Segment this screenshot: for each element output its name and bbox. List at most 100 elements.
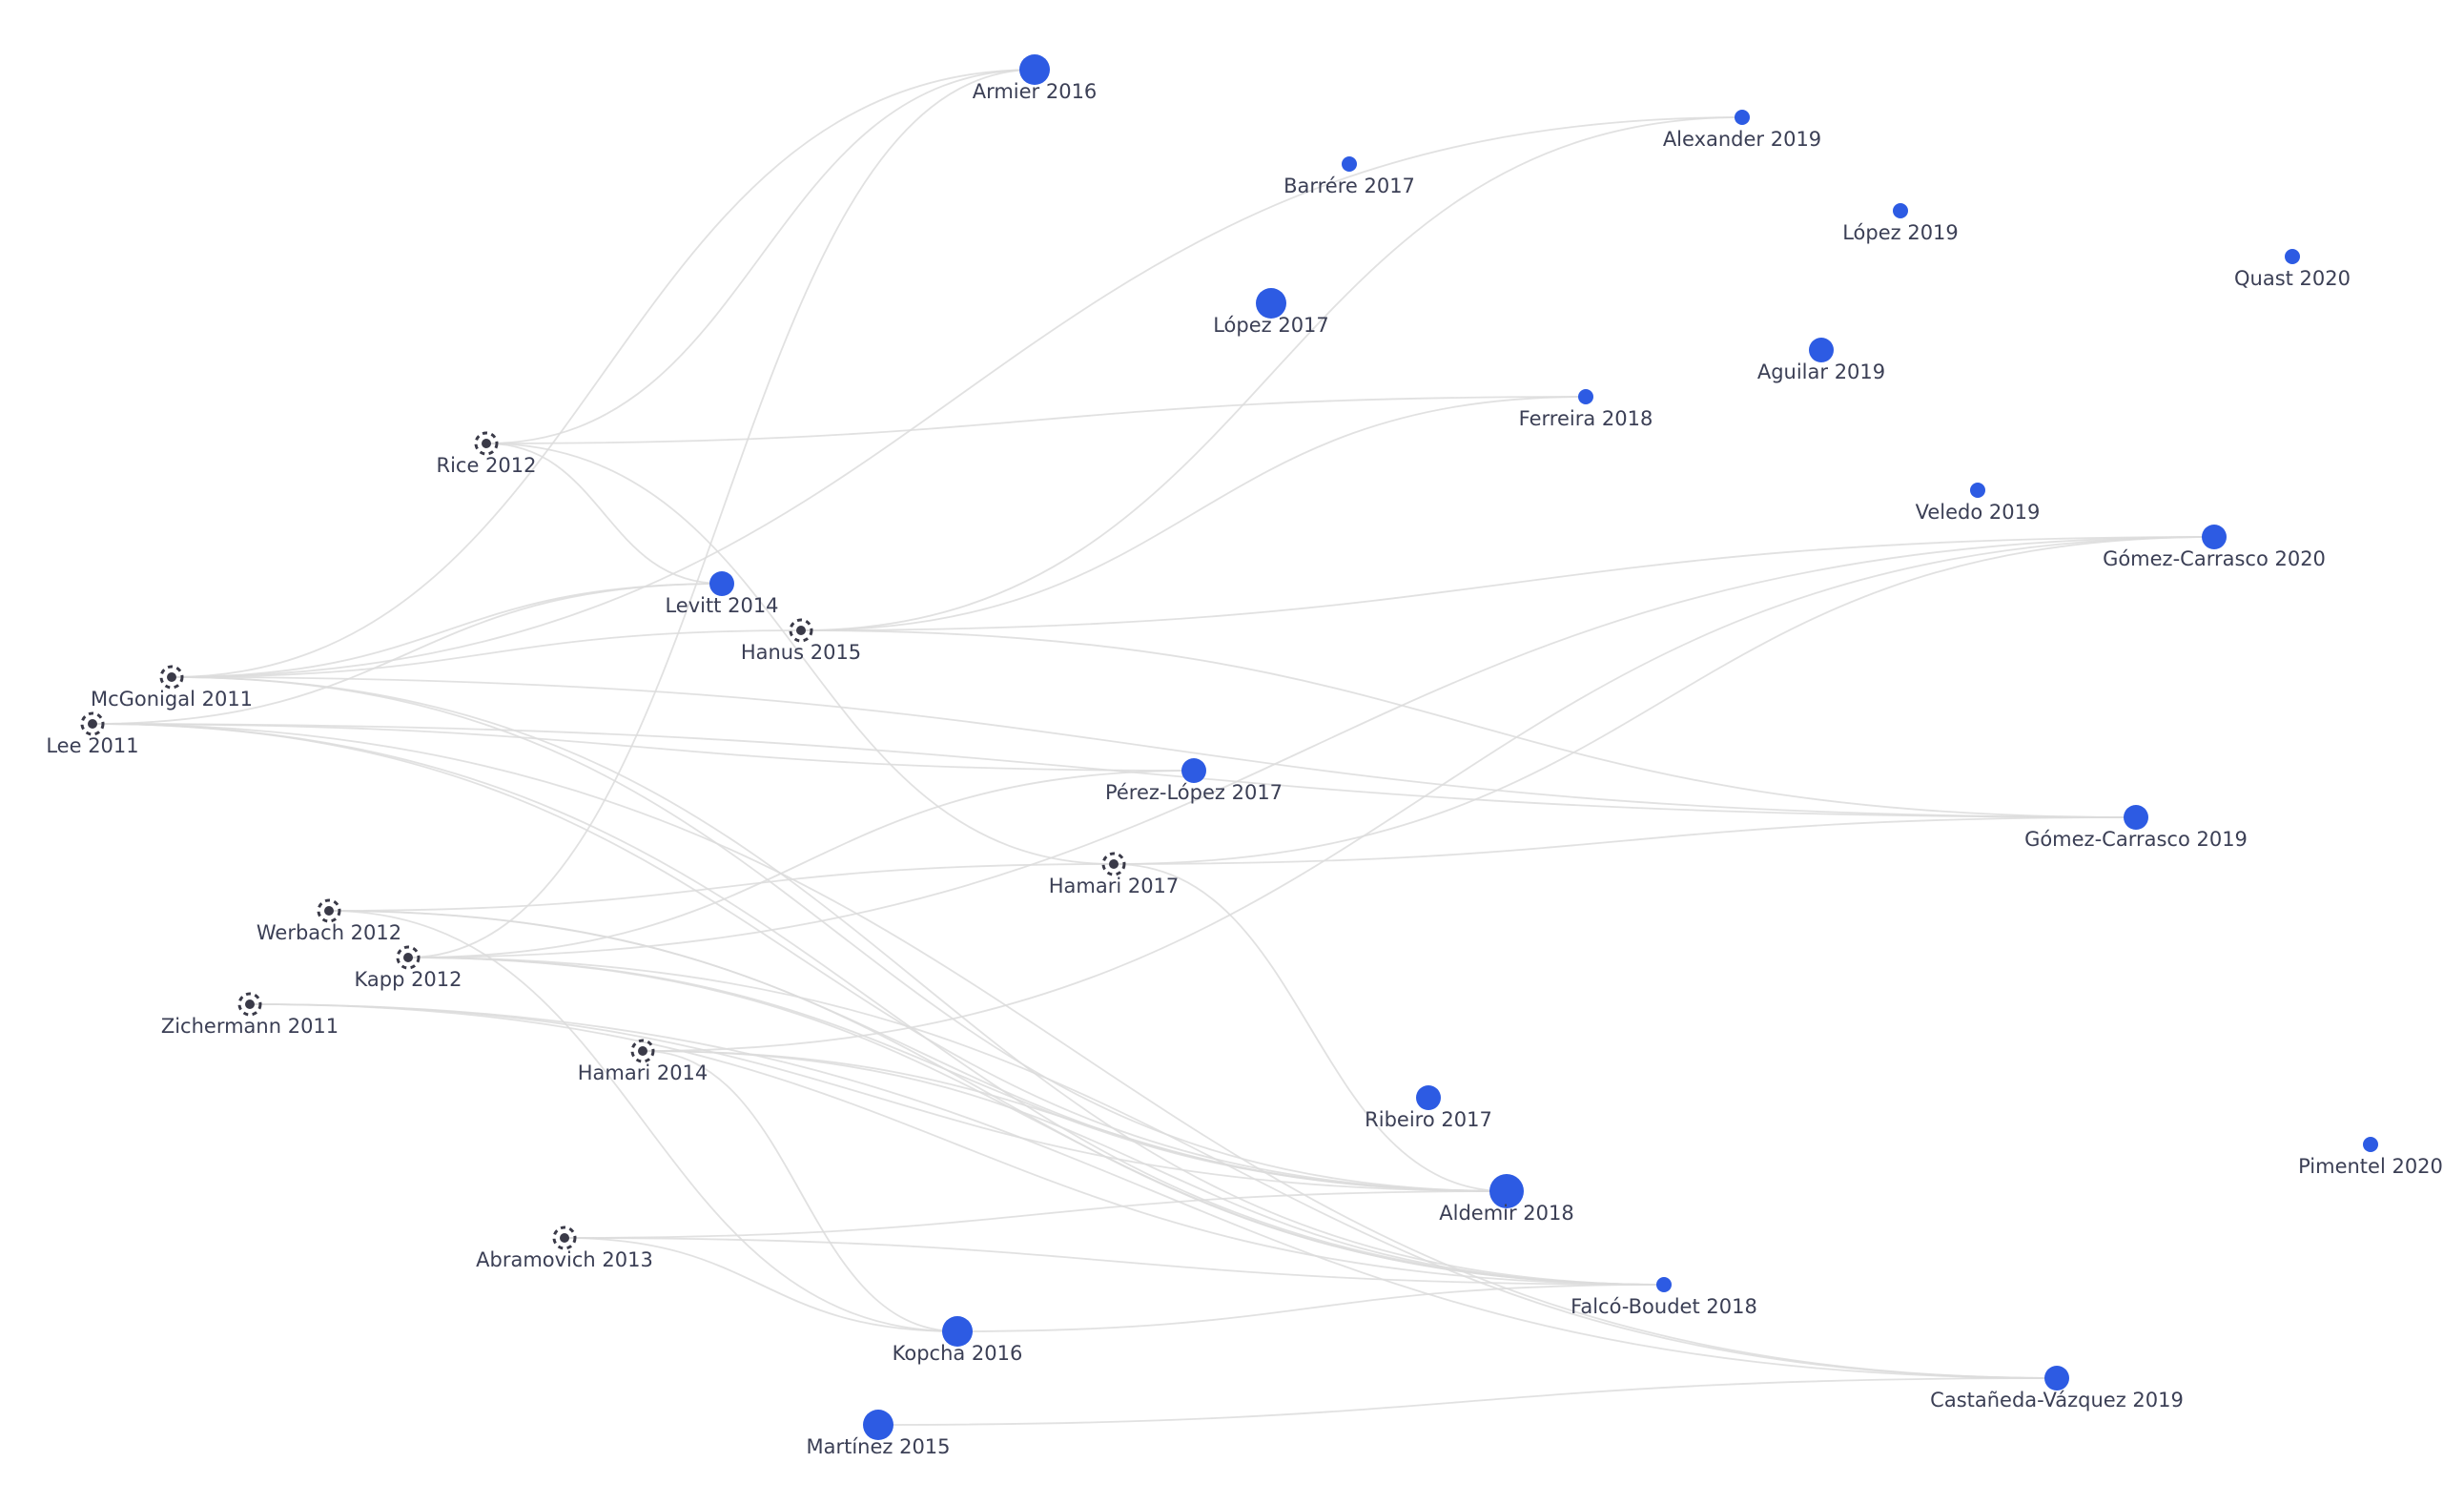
node-gomez-carrasco-2019[interactable] [2124,805,2148,830]
node-kopcha-2016[interactable] [942,1316,973,1347]
reference-node-core [245,999,255,1009]
edge-kopcha2016-falcoboudet2018 [956,1284,1665,1332]
reference-node-ring [789,618,813,643]
paper-node-dot [1181,758,1206,783]
reference-node-ring [474,431,499,456]
node-hamari-2014[interactable] [630,1039,655,1063]
edge-zichermann2011-falcoboudet2018 [249,1003,1665,1286]
node-label-castaneda-vazquez-2019: Castañeda-Vázquez 2019 [1930,1389,2184,1411]
paper-node-dot [1019,54,1050,85]
node-label-pimentel-2020: Pimentel 2020 [2298,1155,2443,1178]
edge-mcgonigal2011-gomezcarrasco2019 [171,676,2137,818]
node-label-hanus-2015: Hanus 2015 [741,641,861,664]
node-veledo-2019[interactable] [1970,483,1985,498]
node-label-werbach-2012: Werbach 2012 [257,921,401,944]
edge-kapp2012-castanedavazquez2019 [407,957,2058,1379]
edge-werbach2012-hamari2017 [328,863,1115,912]
edge-werbach2012-falcoboudet2018 [328,910,1665,1286]
node-werbach-2012[interactable] [317,898,341,923]
reference-node-core [638,1046,647,1056]
reference-node-ring [80,711,105,736]
node-ribeiro-2017[interactable] [1416,1085,1441,1110]
edge-mcgonigal2011-hanus2015 [171,629,802,678]
edge-hanus2015-alexander2019 [800,116,1743,631]
edge-hamari2017-aldemir2018 [1113,863,1508,1192]
node-hanus-2015[interactable] [789,618,813,643]
reference-node-core [482,439,491,448]
edge-hanus2015-gomezcarrasco2019 [800,629,2137,818]
reference-node-ring [237,992,262,1017]
node-label-alexander-2019: Alexander 2019 [1663,128,1821,151]
reference-node-core [796,626,806,635]
edge-hamari2014-falcoboudet2018 [642,1050,1665,1286]
nodes-layer [80,54,2378,1440]
node-kapp-2012[interactable] [396,945,421,970]
node-armier-2016[interactable] [1019,54,1050,85]
edge-mcgonigal2011-levitt2014 [171,583,723,678]
reference-node-ring [1101,852,1126,876]
paper-node-dot [1735,110,1750,125]
node-label-hamari-2014: Hamari 2014 [578,1061,708,1084]
node-quast-2020[interactable] [2285,249,2300,264]
node-aldemir-2018[interactable] [1489,1174,1524,1208]
node-mcgonigal-2011[interactable] [159,665,184,690]
node-lee-2011[interactable] [80,711,105,736]
edge-abramovich2013-aldemir2018 [564,1190,1508,1239]
node-alexander-2019[interactable] [1735,110,1750,125]
reference-node-ring [396,945,421,970]
node-label-zichermann-2011: Zichermann 2011 [161,1015,339,1038]
node-label-veledo-2019: Veledo 2019 [1916,501,2041,524]
node-label-lopez-2019: López 2019 [1842,221,1959,244]
node-label-aguilar-2019: Aguilar 2019 [1757,361,1885,383]
node-martinez-2015[interactable] [863,1410,893,1440]
node-label-kopcha-2016: Kopcha 2016 [893,1342,1023,1365]
node-perez-lopez-2017[interactable] [1181,758,1206,783]
node-levitt-2014[interactable] [709,571,734,596]
edge-rice2012-levitt2014 [485,443,723,585]
edge-hanus2015-gomezcarrasco2020 [800,536,2215,631]
edge-lee2011-perezlopez2017 [92,723,1195,772]
reference-node-core [560,1233,569,1243]
edge-mcgonigal2011-alexander2019 [171,116,1743,678]
node-falco-boudet-2018[interactable] [1656,1277,1672,1292]
reference-node-core [88,719,97,729]
node-lopez-2019[interactable] [1893,203,1908,218]
edge-rice2012-ferreira2018 [485,396,1587,444]
node-label-armier-2016: Armier 2016 [973,80,1098,103]
reference-node-core [324,906,334,916]
edge-mcgonigal2011-falcoboudet2018 [171,676,1665,1286]
edge-rice2012-armier2016 [485,69,1036,444]
node-ferreira-2018[interactable] [1578,389,1593,404]
node-abramovich-2013[interactable] [552,1226,577,1250]
node-lopez-2017[interactable] [1256,288,1286,319]
edge-werbach2012-kopcha2016 [328,910,958,1332]
node-zichermann-2011[interactable] [237,992,262,1017]
node-rice-2012[interactable] [474,431,499,456]
reference-node-core [167,672,176,682]
paper-node-dot [1809,338,1834,362]
node-label-ferreira-2018: Ferreira 2018 [1519,407,1653,430]
edge-hamari2014-aldemir2018 [642,1050,1508,1192]
node-label-rice-2012: Rice 2012 [436,454,536,477]
node-barrere-2017[interactable] [1342,156,1357,172]
node-castaneda-vazquez-2019[interactable] [2044,1366,2069,1391]
node-label-lee-2011: Lee 2011 [46,734,138,757]
edge-kapp2012-armier2016 [407,69,1036,958]
edge-hanus2015-ferreira2018 [800,396,1587,631]
node-label-lopez-2017: López 2017 [1213,314,1329,337]
reference-node-core [1109,859,1119,869]
edge-lee2011-falcoboudet2018 [92,723,1665,1286]
edge-abramovich2013-falcoboudet2018 [564,1237,1665,1286]
node-aguilar-2019[interactable] [1809,338,1834,362]
paper-node-dot [2285,249,2300,264]
paper-node-dot [942,1316,973,1347]
edge-lee2011-gomezcarrasco2019 [92,723,2137,818]
node-gomez-carrasco-2020[interactable] [2202,525,2227,549]
node-hamari-2017[interactable] [1101,852,1126,876]
node-pimentel-2020[interactable] [2363,1137,2378,1152]
node-label-perez-lopez-2017: Pérez-López 2017 [1105,781,1283,804]
node-label-aldemir-2018: Aldemir 2018 [1439,1202,1574,1225]
edges-layer [92,69,2215,1426]
edge-abramovich2013-kopcha2016 [564,1237,958,1332]
node-label-gomez-carrasco-2020: Gómez-Carrasco 2020 [2103,547,2326,570]
